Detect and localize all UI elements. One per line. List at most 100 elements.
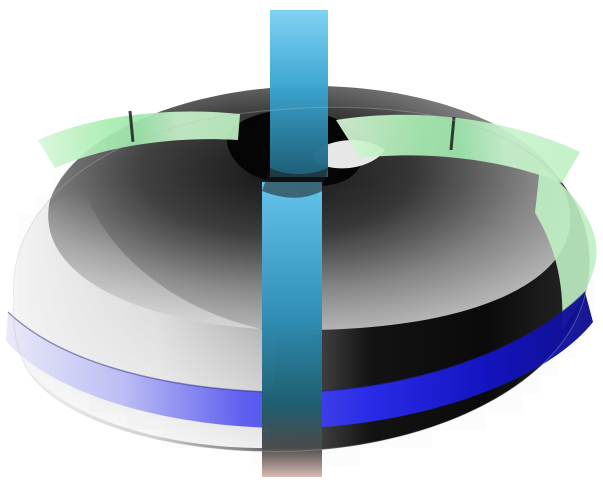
mosaic-tile [90,178,108,196]
mosaic-tile [468,412,486,430]
mosaic-tile [324,430,342,448]
mosaic-tile [396,322,414,340]
mosaic-tile [414,304,432,322]
mosaic-tile [72,178,90,196]
mosaic-tile [504,394,522,412]
mosaic-tile [414,196,432,214]
mosaic-tile [342,304,360,322]
mosaic-tile [72,286,90,304]
mosaic-tile [234,358,252,376]
mosaic-tile [180,214,198,232]
mosaic-tile [54,322,72,340]
mosaic-tile [504,268,522,286]
mosaic-tile [342,286,360,304]
mosaic-tile [180,286,198,304]
mosaic-tile [360,358,378,376]
mosaic-tile [468,196,486,214]
mosaic-tile [126,178,144,196]
mosaic-tile [396,214,414,232]
mosaic-tile [396,232,414,250]
mosaic-tile [144,142,162,160]
mosaic-tile [90,286,108,304]
mosaic-tile [198,250,216,268]
mosaic-tile [216,232,234,250]
mosaic-tile [522,286,540,304]
mosaic-tile [126,250,144,268]
mosaic-tile [126,214,144,232]
mosaic-tile [126,412,144,430]
mosaic-tile [180,322,198,340]
mosaic-tile [504,178,522,196]
mosaic-tile [54,232,72,250]
mosaic-tile [234,430,252,448]
mosaic-tile [468,214,486,232]
mosaic-tile [72,250,90,268]
mosaic-tile [432,232,450,250]
mosaic-tile [144,322,162,340]
mosaic-tile [144,304,162,322]
mosaic-tile [504,196,522,214]
mosaic-tile [450,214,468,232]
mosaic-tile [126,196,144,214]
mosaic-tile [324,196,342,214]
mosaic-tile [234,304,252,322]
mosaic-tile [90,268,108,286]
mosaic-tile [522,268,540,286]
mosaic-tile [360,286,378,304]
mosaic-tile [198,340,216,358]
mosaic-tile [378,250,396,268]
mosaic-tile [432,196,450,214]
mosaic-tile [198,430,216,448]
mosaic-tile [54,196,72,214]
mosaic-tile [396,160,414,178]
mosaic-tile [36,250,54,268]
mosaic-tile [144,232,162,250]
mosaic-tile [36,232,54,250]
mosaic-tile [72,268,90,286]
mosaic-tile [180,232,198,250]
mosaic-tile [396,430,414,448]
mosaic-tile [36,286,54,304]
mosaic-tile [450,178,468,196]
mosaic-tile [450,232,468,250]
mosaic-tile [234,340,252,358]
mosaic-tile [162,322,180,340]
mosaic-tile [18,286,36,304]
mosaic-tile [162,340,180,358]
mosaic-tile [180,250,198,268]
mosaic-tile [450,304,468,322]
mosaic-tile [198,160,216,178]
mosaic-tile [180,196,198,214]
mosaic-tile [144,358,162,376]
mosaic-tile [180,340,198,358]
mosaic-tile [36,304,54,322]
mosaic-tile [342,358,360,376]
mosaic-tile [414,268,432,286]
mosaic-tile [504,232,522,250]
mosaic-tile [180,268,198,286]
mosaic-tile [108,286,126,304]
mosaic-tile [108,268,126,286]
mosaic-tile [54,214,72,232]
mosaic-tile [378,268,396,286]
mosaic-tile [342,448,360,466]
mosaic-tile [216,322,234,340]
mosaic-tile [72,214,90,232]
mosaic-tile [378,232,396,250]
mosaic-tile [360,214,378,232]
mosaic-tile [468,268,486,286]
mosaic-tile [162,142,180,160]
mosaic-tile [396,286,414,304]
mosaic-tile [324,448,342,466]
mosaic-tile [378,340,396,358]
mosaic-tile [360,304,378,322]
mosaic-tile [234,196,252,214]
mosaic-tile [450,340,468,358]
mosaic-tile [432,286,450,304]
mosaic-tile [342,340,360,358]
mosaic-tile [234,178,252,196]
mosaic-tile [450,250,468,268]
mosaic-tile [216,214,234,232]
mosaic-tile [432,178,450,196]
mosaic-tile [378,196,396,214]
